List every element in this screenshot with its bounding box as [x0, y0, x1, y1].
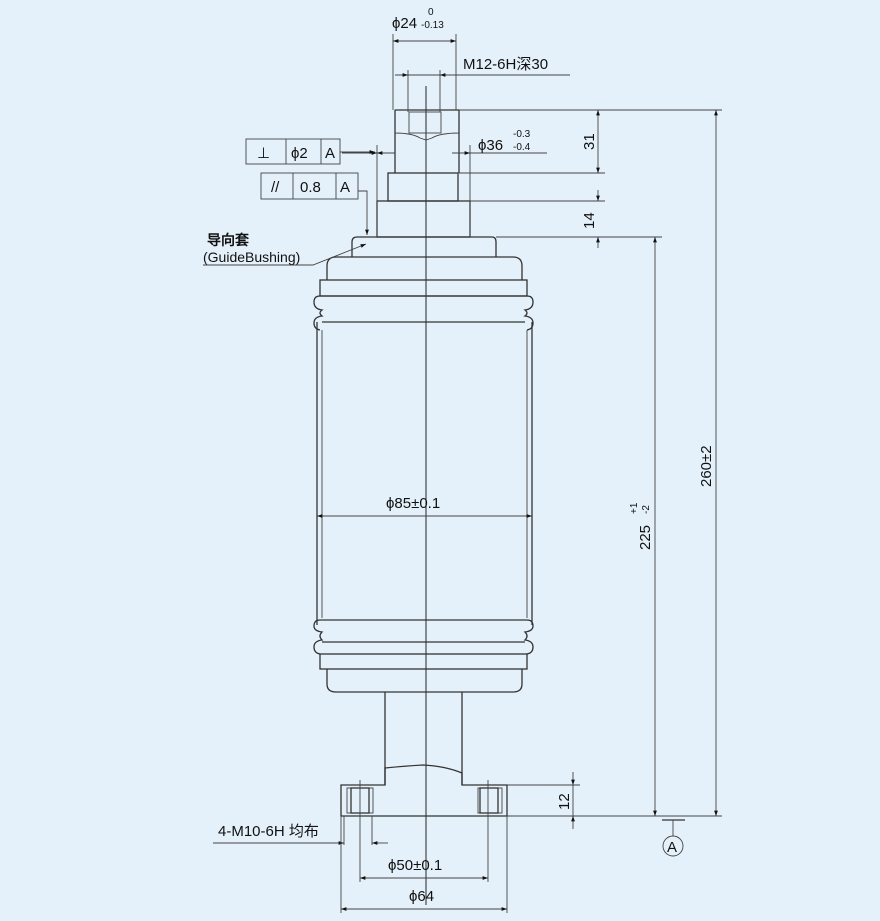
top-stud: [376, 109, 471, 238]
dim-top-tol-lower: -0.13: [421, 20, 444, 31]
dim-total-height: 260±2: [698, 445, 715, 487]
dim-body-height: 225: [637, 525, 654, 550]
dim-step-diameter: ϕ36: [478, 137, 503, 154]
guide-bushing-label-cn: 导向套: [207, 232, 249, 248]
dim-14: 14: [581, 212, 598, 229]
interrupter-body: [313, 236, 534, 785]
dim-step-tol-upper: -0.3: [513, 129, 531, 140]
perpendicularity-datum: A: [325, 145, 335, 162]
thread-bottom-label: 4-M10-6H 均布: [218, 823, 319, 840]
dim-top-diameter: ϕ24: [392, 15, 417, 32]
dim-body-diameter: ϕ85±0.1: [386, 495, 440, 512]
bottom-flange: [340, 764, 508, 817]
tolerance-frame-perpendicularity: ⊥ ϕ2 A: [245, 138, 375, 165]
dim-step-tol-lower: -0.4: [513, 142, 531, 153]
parallelism-datum: A: [340, 179, 350, 196]
dim-12: 12: [556, 793, 573, 810]
perpendicularity-value: ϕ2: [291, 145, 308, 162]
dim-31: 31: [581, 133, 598, 150]
dim-bolt-circle: ϕ50±0.1: [388, 857, 442, 874]
guide-bushing-label-en: (GuideBushing): [203, 249, 300, 265]
tolerance-frame-parallelism: // 0.8 A: [260, 172, 369, 235]
dim-top-tol-upper: 0: [428, 7, 434, 18]
dim-flange-diameter: ϕ64: [409, 888, 434, 905]
parallelism-symbol: //: [271, 179, 280, 196]
perpendicularity-symbol: ⊥: [257, 145, 270, 162]
parallelism-value: 0.8: [300, 179, 321, 196]
datum-a-symbol: A: [662, 819, 685, 857]
dim-body-tol-upper: +1: [629, 502, 640, 514]
thread-top-label: M12-6H深30: [463, 56, 548, 73]
dim-body-tol-lower: -2: [641, 505, 652, 514]
datum-label: A: [667, 839, 677, 856]
